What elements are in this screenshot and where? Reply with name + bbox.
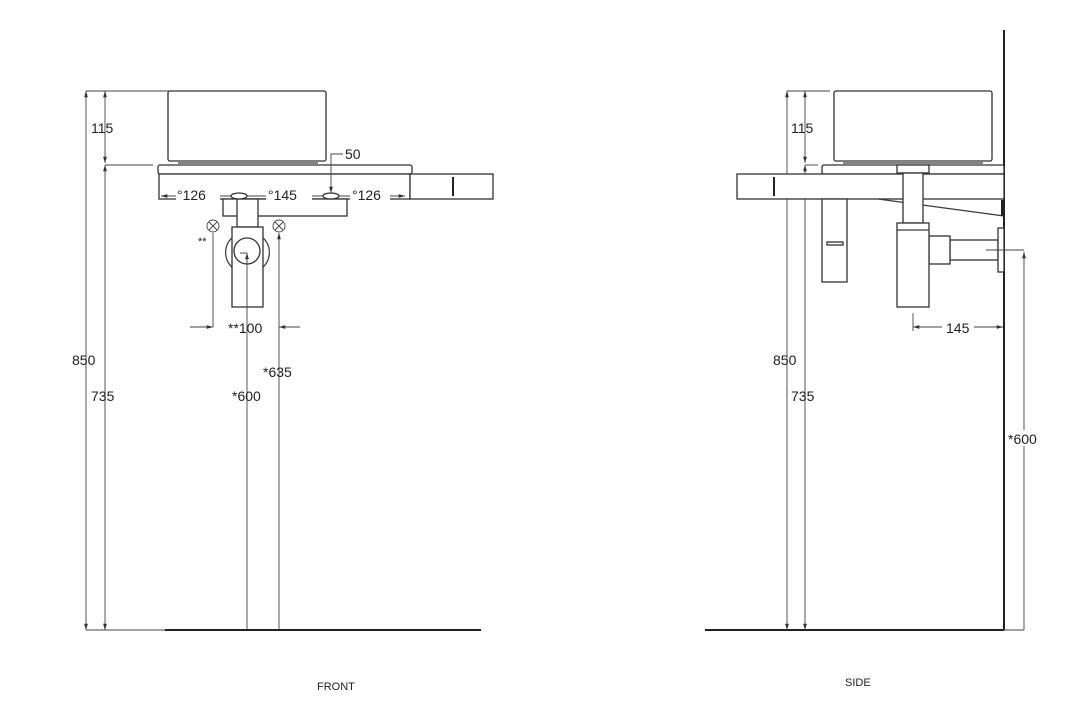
trap-cap (225, 236, 270, 269)
drain-stem (236, 198, 259, 228)
bottle-trap (896, 222, 930, 308)
supply-note: ** (198, 236, 207, 248)
dim-label-100: **100 (228, 320, 262, 336)
side-caption: SIDE (845, 677, 871, 689)
vanity-side (736, 173, 1005, 200)
dim-label-850: 850 (773, 352, 797, 368)
trap-nut (928, 235, 951, 265)
dim-label-850: 850 (72, 352, 96, 368)
leg-detail (826, 241, 844, 246)
drain-pipe (902, 172, 924, 224)
dim-label-left-126: °126 (177, 187, 206, 203)
front-view: 850 735 115 °126 °145 °126 50 (72, 90, 494, 693)
mounting-hole-left (230, 192, 248, 200)
basin-bowl (167, 90, 327, 162)
side-view: 850 735 115 145 *600 SIDE (705, 30, 1043, 689)
dim-label-115: 115 (791, 120, 814, 136)
front-caption: FRONT (317, 681, 355, 693)
dim-label-145: °145 (268, 187, 297, 203)
supply-valve-left-icon (206, 219, 220, 233)
dim-label-115: 115 (91, 120, 114, 136)
dim-label-right-126: °126 (352, 187, 381, 203)
drawer (409, 173, 494, 200)
vanity-leg (821, 198, 848, 283)
mounting-hole-right (322, 192, 340, 200)
side-dim-label-145: 145 (946, 320, 970, 336)
dim-label-735: 735 (791, 388, 815, 404)
supply-valve-right-icon (272, 219, 286, 233)
drain-flange (896, 164, 930, 174)
dim-label-600: *600 (232, 388, 261, 404)
basin-bowl (833, 90, 993, 162)
dim-label-635: *635 (263, 364, 292, 380)
vanity-slope (877, 198, 1005, 217)
dim-label-50: 50 (345, 146, 361, 162)
countertop (157, 164, 413, 175)
dim-label-600: *600 (1008, 431, 1037, 447)
dim-label-735: 735 (91, 388, 115, 404)
dim-line-50 (329, 153, 343, 193)
